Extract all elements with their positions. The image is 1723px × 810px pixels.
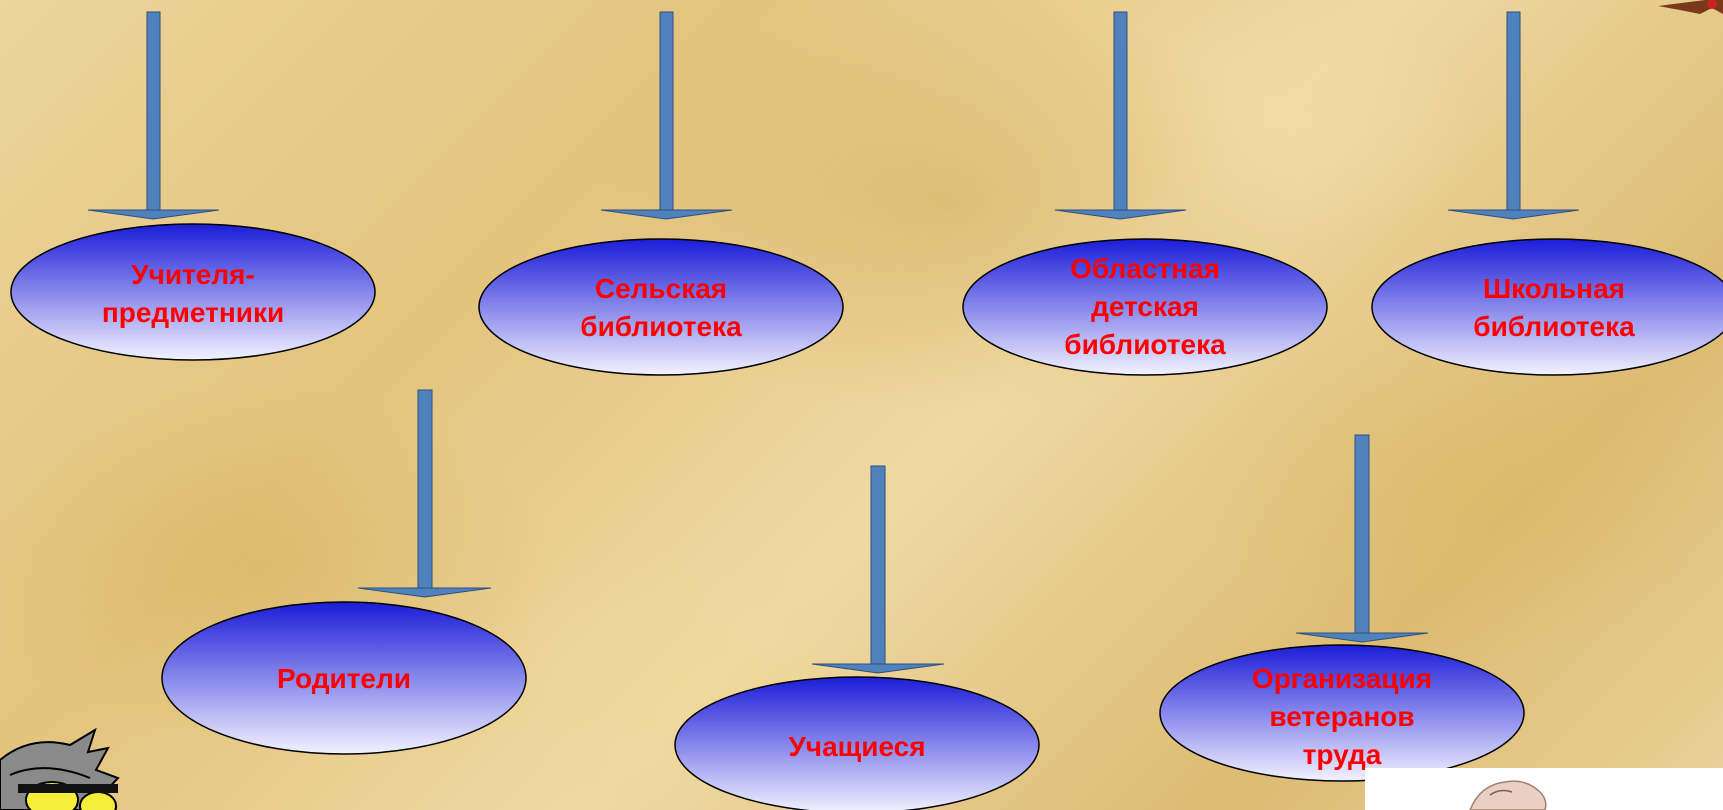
node-label-line: Сельская: [595, 273, 727, 304]
sketch-illustration: [1365, 768, 1723, 810]
arrow-to-regional-childrens-library: [1054, 11, 1187, 220]
node-label: Школьная библиотека: [1473, 273, 1635, 342]
node-veterans-organization: Организация ветеранов труда: [1159, 644, 1525, 782]
node-label-line: библиотека: [1473, 311, 1635, 342]
owl-illustration: [0, 727, 120, 810]
arrow-to-teachers: [87, 11, 220, 220]
node-label-line: ветеранов: [1269, 701, 1414, 732]
node-label-line: труда: [1303, 739, 1382, 770]
node-label: Учащиеся: [788, 731, 925, 762]
arrow-to-village-library: [600, 11, 733, 220]
node-label-line: библиотека: [1064, 329, 1226, 360]
node-teachers: Учителя-предметники: [10, 223, 376, 361]
node-village-library: Сельская библиотека: [478, 238, 844, 376]
node-label: Учителя-предметники: [102, 259, 284, 328]
arrow-to-veterans-organization: [1295, 434, 1429, 643]
arrow-to-school-library: [1447, 11, 1580, 220]
node-label-line: Организация: [1252, 663, 1432, 694]
node-label-line: Школьная: [1483, 273, 1625, 304]
node-parents: Родители: [161, 601, 527, 755]
node-label: Организация ветеранов труда: [1252, 663, 1432, 770]
node-label-line: Родители: [277, 663, 411, 694]
node-label-line: детская: [1091, 291, 1199, 322]
node-label-line: Учителя-: [131, 259, 255, 290]
node-regional-childrens-library: Областная детская библиотека: [962, 238, 1328, 376]
corner-decoration: [1658, 0, 1723, 14]
node-label: Родители: [277, 663, 411, 694]
node-label-line: предметники: [102, 297, 284, 328]
arrow-to-parents: [357, 389, 492, 598]
node-school-library: Школьная библиотека: [1371, 238, 1723, 376]
node-label: Областная детская библиотека: [1064, 253, 1226, 360]
node-label-line: Учащиеся: [788, 731, 925, 762]
node-label-line: библиотека: [580, 311, 742, 342]
arrow-to-students: [811, 465, 945, 674]
node-students: Учащиеся: [674, 676, 1040, 810]
node-label-line: Областная: [1070, 253, 1220, 284]
node-label: Сельская библиотека: [580, 273, 742, 342]
